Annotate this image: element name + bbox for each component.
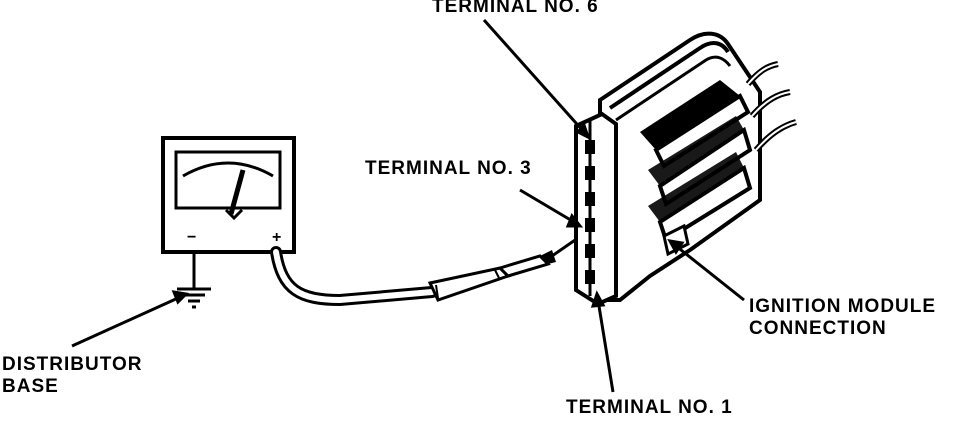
probe-shaft [497, 254, 551, 278]
arrow-terminal-1 [590, 290, 606, 308]
leader-terminal-3 [519, 188, 575, 224]
label-distributor-line2: BASE [2, 376, 59, 397]
leader-distributor-base [71, 296, 179, 348]
leader-ignition-module [675, 244, 745, 302]
voltmeter-dial-window [174, 150, 282, 210]
label-distributor-line1: DISTRIBUTOR [2, 354, 143, 375]
arrow-distributor-base [171, 290, 190, 305]
arrow-terminal-3 [565, 213, 584, 228]
test-lead [270, 236, 579, 307]
label-ignition-module-connection: IGNITION MODULE CONNECTION [749, 296, 936, 340]
leader-terminal-6 [482, 19, 586, 133]
voltmeter: − + [161, 136, 296, 254]
terminal-slot-4 [585, 192, 595, 206]
voltmeter-pivot [224, 208, 244, 221]
meter-minus: − [187, 229, 196, 246]
label-terminal-3: TERMINAL NO. 3 [365, 158, 532, 179]
leader-lines [71, 19, 745, 393]
voltmeter-needle [228, 169, 246, 215]
meter-plus: + [272, 229, 281, 246]
terminal-slot-1 [585, 270, 595, 284]
voltmeter-scale-arc [182, 161, 274, 178]
ignition-connector [574, 31, 797, 307]
terminal-slot-6 [585, 140, 595, 154]
label-distributor-base: DISTRIBUTOR BASE [2, 354, 142, 398]
arrow-ignition-module [667, 239, 685, 255]
leader-terminal-1 [596, 299, 615, 393]
connector-front-face [574, 111, 618, 307]
label-terminal-1: TERMINAL NO. 1 [566, 397, 733, 418]
terminal-slot-2 [585, 244, 595, 258]
label-terminal-6: TERMINAL NO. 6 [432, 0, 599, 17]
terminal-slot-3 [585, 218, 595, 232]
arrow-terminal-6 [575, 122, 591, 140]
label-ignition-module-line2: CONNECTION [749, 318, 887, 339]
label-ignition-module-line1: IGNITION MODULE [749, 296, 937, 317]
terminal-slot-5 [585, 166, 595, 180]
probe-tip [540, 250, 556, 264]
